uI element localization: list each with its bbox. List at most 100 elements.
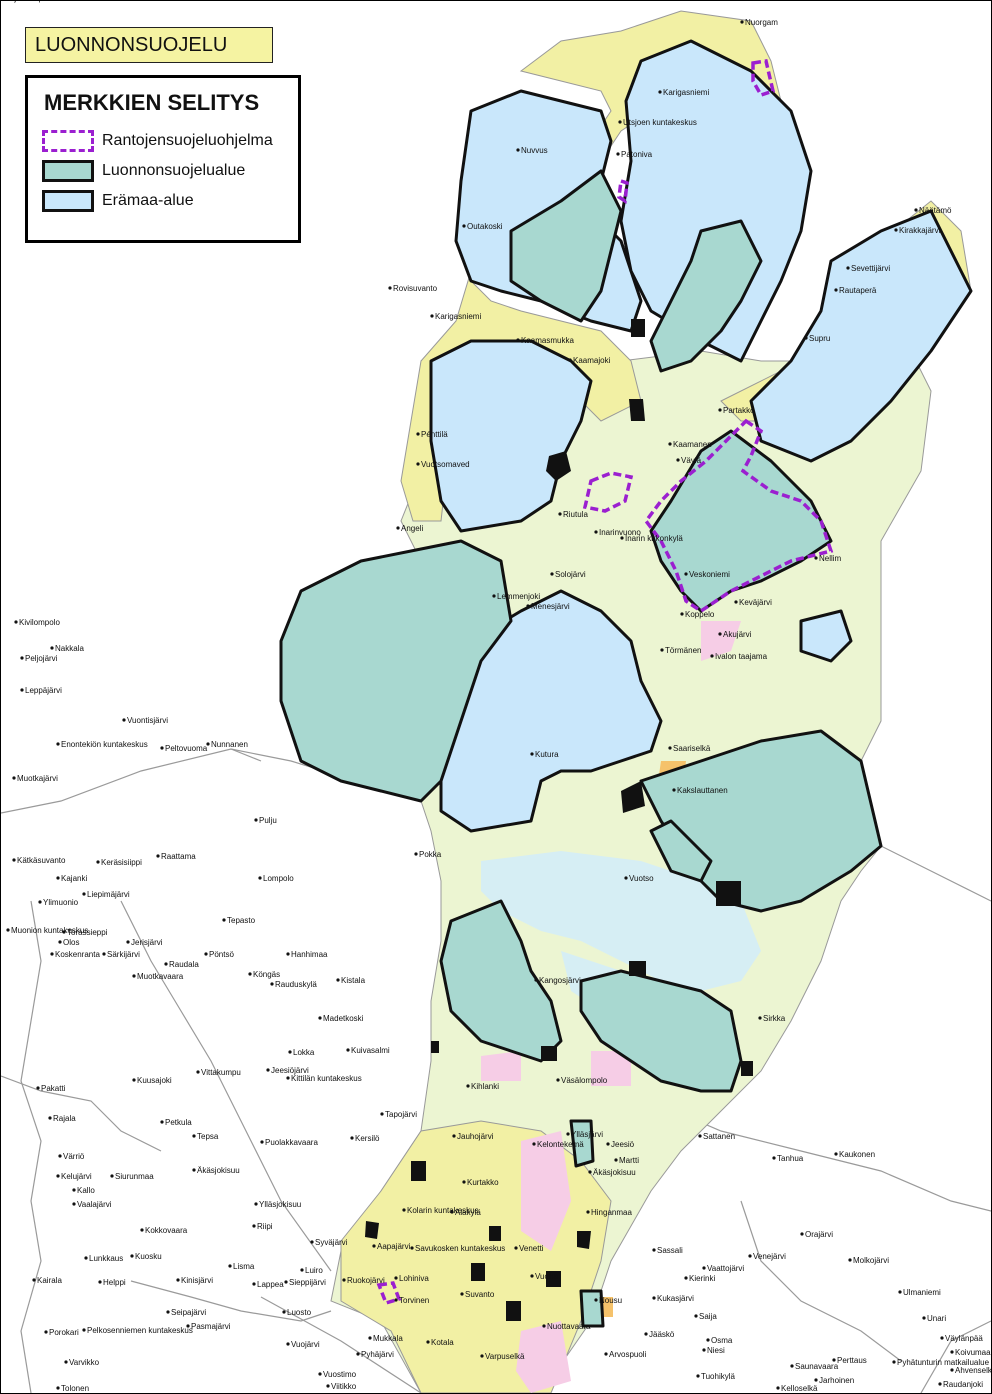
place-dot — [526, 604, 530, 608]
place-label: Porokari — [49, 1328, 79, 1337]
place-dot — [192, 1168, 196, 1172]
place-label: Torassieppi — [67, 928, 108, 937]
place-dot — [176, 1278, 180, 1282]
place-label: Lemmenjoki — [497, 592, 540, 601]
place-label: Vuotso — [629, 874, 654, 883]
place-dot — [56, 1386, 60, 1390]
place-dot — [914, 208, 918, 212]
place-dot — [286, 1076, 290, 1080]
place-label: Lompolo — [263, 874, 294, 883]
place-dot — [336, 978, 340, 982]
place-label: Helppi — [103, 1278, 126, 1287]
place-label: Utsjoen kuntakeskus — [623, 118, 697, 127]
place-label: Madetkoski — [323, 1014, 364, 1023]
place-dot — [396, 526, 400, 530]
place-label: Pahkakumpu — [1, 1, 48, 3]
place-label: Ylläsjokisuu — [259, 1200, 301, 1209]
place-dot — [848, 1258, 852, 1262]
place-dot — [898, 1290, 902, 1294]
place-label: Pelkosenniemen kuntakeskus — [87, 1326, 193, 1335]
place-dot — [416, 462, 420, 466]
place-label: Puolakkavaara — [265, 1138, 318, 1147]
place-dot — [58, 1154, 62, 1158]
place-label: Nuvvus — [521, 146, 548, 155]
place-label: Saariselkä — [673, 744, 711, 753]
place-label: Liepimäjärvi — [87, 890, 130, 899]
place-dot — [196, 1070, 200, 1074]
place-dot — [834, 1152, 838, 1156]
place-dot — [940, 1336, 944, 1340]
place-dot — [342, 1278, 346, 1282]
place-dot — [718, 632, 722, 636]
place-dot — [206, 742, 210, 746]
place-label: Kätkäsuvanto — [17, 856, 66, 865]
place-dot — [668, 442, 672, 446]
place-label: Lisma — [233, 1262, 255, 1271]
place-label: Veskoniemi — [689, 570, 730, 579]
place-dot — [894, 228, 898, 232]
place-label: Raudanjoki — [943, 1380, 983, 1389]
place-label: Arvospuoli — [609, 1350, 647, 1359]
place-label: Viitikko — [331, 1382, 357, 1391]
place-label: Keräsisiippi — [101, 858, 142, 867]
place-dot — [394, 1276, 398, 1280]
place-label: Tolonen — [61, 1384, 89, 1393]
place-dot — [614, 1158, 618, 1162]
place-label: Pöntsö — [209, 950, 234, 959]
place-dot — [530, 752, 534, 756]
legend: MERKKIEN SELITYS Rantojensuojeluohjelma … — [25, 75, 301, 243]
place-label: Kallo — [77, 1186, 95, 1195]
place-label: Vaalajärvi — [77, 1200, 112, 1209]
place-label: Sieppijärvi — [289, 1278, 326, 1287]
place-label: Molkojärvi — [853, 1256, 889, 1265]
place-dot — [38, 900, 42, 904]
place-dot — [126, 940, 130, 944]
place-dot — [186, 1324, 190, 1328]
place-dot — [132, 1078, 136, 1082]
place-label: Karigasniemi — [435, 312, 481, 321]
place-label: Petkula — [165, 1118, 192, 1127]
place-dot — [604, 1352, 608, 1356]
place-label: Rajala — [53, 1114, 76, 1123]
place-dot — [96, 860, 100, 864]
place-dot — [102, 952, 106, 956]
place-dot — [98, 1280, 102, 1284]
place-dot — [270, 982, 274, 986]
place-dot — [480, 1354, 484, 1358]
place-label: Vuontisjärvi — [127, 716, 168, 725]
place-dot — [286, 952, 290, 956]
place-label: Kihlanki — [471, 1082, 499, 1091]
place-dot — [892, 1360, 896, 1364]
place-label: Orajärvi — [805, 1230, 833, 1239]
place-dot — [50, 646, 54, 650]
place-dot — [618, 120, 622, 124]
place-label: Syväjärvi — [315, 1238, 348, 1247]
place-dot — [846, 266, 850, 270]
place-dot — [228, 1264, 232, 1268]
place-label: Rauduskylä — [275, 980, 317, 989]
place-label: Partakko — [723, 406, 755, 415]
place-dot — [558, 512, 562, 516]
place-label: Savukosken kuntakeskus — [415, 1244, 505, 1253]
place-label: Lappea — [257, 1280, 284, 1289]
place-label: Luosto — [287, 1308, 312, 1317]
place-dot — [832, 1358, 836, 1362]
place-dot — [772, 1156, 776, 1160]
place-label: Solojärvi — [555, 570, 586, 579]
place-dot — [318, 1016, 322, 1020]
place-label: Ylläsjärvi — [571, 1130, 603, 1139]
place-label: Pyhätunturin matkailualue — [897, 1358, 990, 1367]
place-label: Kangosjärvi — [539, 976, 581, 985]
place-dot — [56, 742, 60, 746]
place-label: Nuottavaara — [547, 1322, 591, 1331]
place-dot — [318, 1372, 322, 1376]
place-dot — [834, 288, 838, 292]
place-dot — [252, 1224, 256, 1228]
place-label: Riipi — [257, 1222, 273, 1231]
legend-item-shore-protection: Rantojensuojeluohjelma — [42, 126, 286, 156]
place-label: Pyhäjärvi — [361, 1350, 394, 1359]
place-label: Enontekiön kuntakeskus — [61, 740, 148, 749]
place-label: Kelloselkä — [781, 1384, 818, 1393]
place-dot — [466, 1084, 470, 1088]
